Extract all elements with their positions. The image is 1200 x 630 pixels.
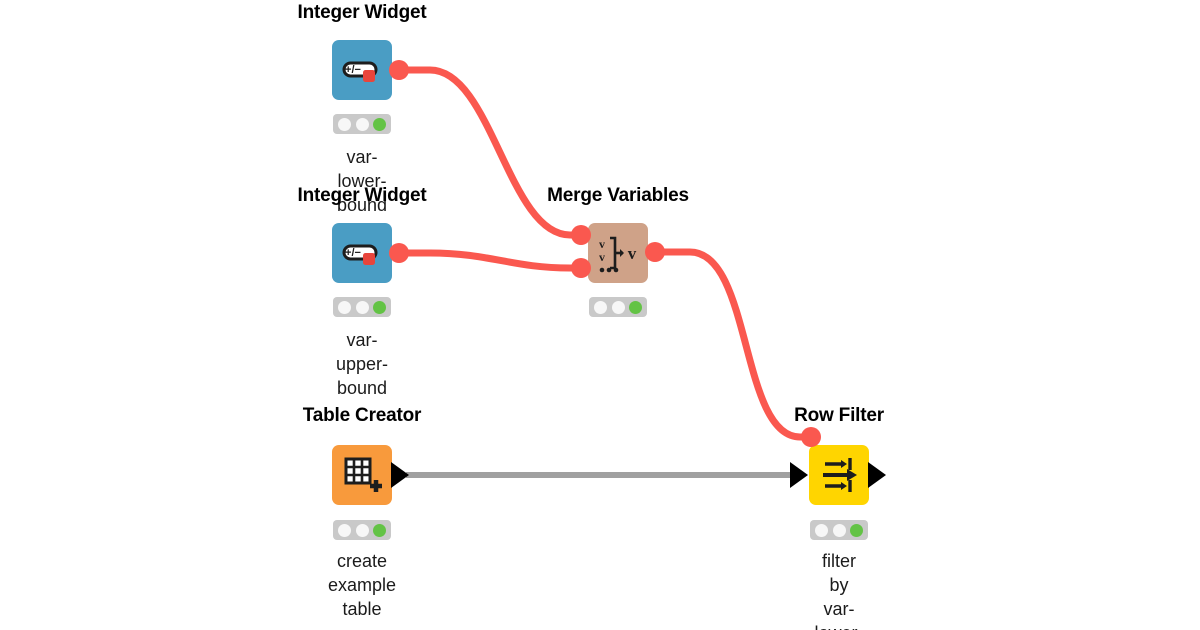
status-lamp-idle xyxy=(593,300,607,314)
svg-text:+/−: +/− xyxy=(345,64,361,76)
node-title: Row Filter xyxy=(794,405,884,426)
status-lamp-executed xyxy=(373,523,387,537)
output-port-flow-variable[interactable] xyxy=(389,60,409,80)
status-lamp-idle xyxy=(337,300,351,314)
input-port-flow-variable[interactable] xyxy=(801,427,821,447)
node-status-bar xyxy=(333,114,391,134)
status-lamp-configured xyxy=(355,300,369,314)
input-port-flow-variable-2[interactable] xyxy=(571,258,591,278)
node-subtitle: var-upper-bound xyxy=(335,330,389,398)
merge-variables-icon: v v v xyxy=(599,236,637,273)
node-subtitle: create example table xyxy=(327,551,397,619)
node-title: Integer Widget xyxy=(297,185,427,206)
status-lamp-executed xyxy=(373,300,387,314)
wire-merge-to-rowfilter[interactable] xyxy=(651,248,816,441)
node-body[interactable]: v v v xyxy=(588,223,648,283)
svg-text:v: v xyxy=(599,237,605,251)
node-status-bar xyxy=(333,297,391,317)
node-status-bar xyxy=(333,520,391,540)
status-lamp-configured xyxy=(832,523,846,537)
node-body[interactable] xyxy=(332,445,392,505)
svg-text:v: v xyxy=(628,244,637,263)
output-port-data[interactable] xyxy=(391,462,409,488)
input-port-flow-variable-1[interactable] xyxy=(571,225,591,245)
svg-text:+/−: +/− xyxy=(345,247,361,259)
output-port-flow-variable[interactable] xyxy=(389,243,409,263)
wire-lower-to-merge[interactable] xyxy=(395,66,586,239)
node-status-bar xyxy=(589,297,647,317)
status-lamp-configured xyxy=(611,300,625,314)
row-filter-icon xyxy=(823,458,857,492)
svg-text:v: v xyxy=(599,250,605,264)
node-title: Merge Variables xyxy=(547,185,689,206)
node-integer-widget-lower[interactable]: Integer Widget +/− var-lower-bound xyxy=(298,0,427,215)
table-creator-icon xyxy=(344,457,382,492)
status-lamp-idle xyxy=(337,523,351,537)
status-lamp-configured xyxy=(355,117,369,131)
node-body[interactable]: +/− xyxy=(332,40,392,100)
output-port-data[interactable] xyxy=(868,462,886,488)
node-body[interactable]: +/− xyxy=(332,223,392,283)
output-port-flow-variable[interactable] xyxy=(645,242,665,262)
status-lamp-executed xyxy=(850,523,864,537)
node-table-creator[interactable]: Table Creator create example table xyxy=(303,403,422,623)
node-merge-variables[interactable]: Merge Variables v v v xyxy=(547,183,689,323)
wire-upper-to-merge[interactable] xyxy=(395,249,586,272)
node-body[interactable] xyxy=(809,445,869,505)
status-lamp-configured xyxy=(355,523,369,537)
node-title: Table Creator xyxy=(302,405,422,426)
integer-widget-icon: +/− xyxy=(342,244,378,265)
status-lamp-executed xyxy=(629,300,643,314)
node-subtitle: var-lower-bound xyxy=(336,147,388,215)
node-integer-widget-upper[interactable]: Integer Widget +/− var-upper-bound xyxy=(298,183,427,398)
input-port-data[interactable] xyxy=(790,462,808,488)
node-title: Integer Widget xyxy=(297,2,427,23)
status-lamp-idle xyxy=(814,523,828,537)
status-lamp-idle xyxy=(337,117,351,131)
status-lamp-executed xyxy=(373,117,387,131)
node-status-bar xyxy=(810,520,868,540)
node-subtitle: filter by var-lower-bound & var-upper-bo… xyxy=(814,551,863,630)
integer-widget-icon: +/− xyxy=(342,61,378,82)
node-row-filter[interactable]: Row Filter filter by va xyxy=(790,403,886,630)
